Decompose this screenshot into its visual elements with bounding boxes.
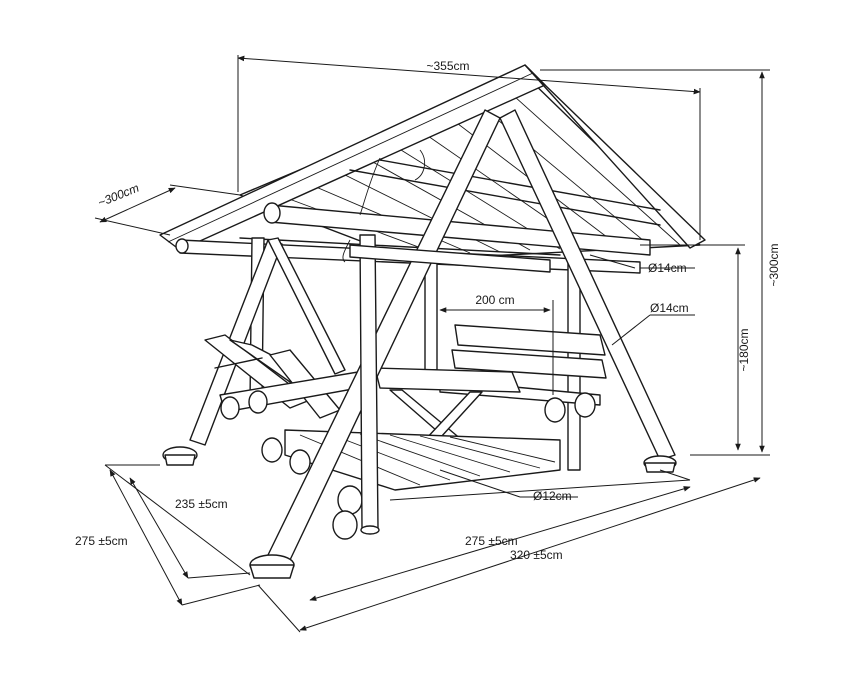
outer-depth-label: 275 ±5cm xyxy=(75,534,128,548)
roof-depth-label: ~300cm xyxy=(96,181,141,210)
inner-depth-label: 235 ±5cm xyxy=(175,497,228,511)
table-length-label: 200 cm xyxy=(475,293,514,307)
roof-length-label: ~355cm xyxy=(426,59,469,73)
inner-width-label: 275 ±5cm xyxy=(465,534,518,548)
front-bench xyxy=(204,334,376,420)
post-height-label: ~180cm xyxy=(737,328,751,371)
front-frame xyxy=(249,109,677,579)
outer-width-label: 320 ±5cm xyxy=(510,548,563,562)
dimension-lines xyxy=(94,55,770,633)
floor-log-diameter-label: Ø12cm xyxy=(533,489,572,503)
total-height-label: ~300cm xyxy=(767,243,781,286)
post-diameter-label: Ø14cm xyxy=(650,301,689,315)
beam-diameter-label: Ø14cm xyxy=(648,261,687,275)
